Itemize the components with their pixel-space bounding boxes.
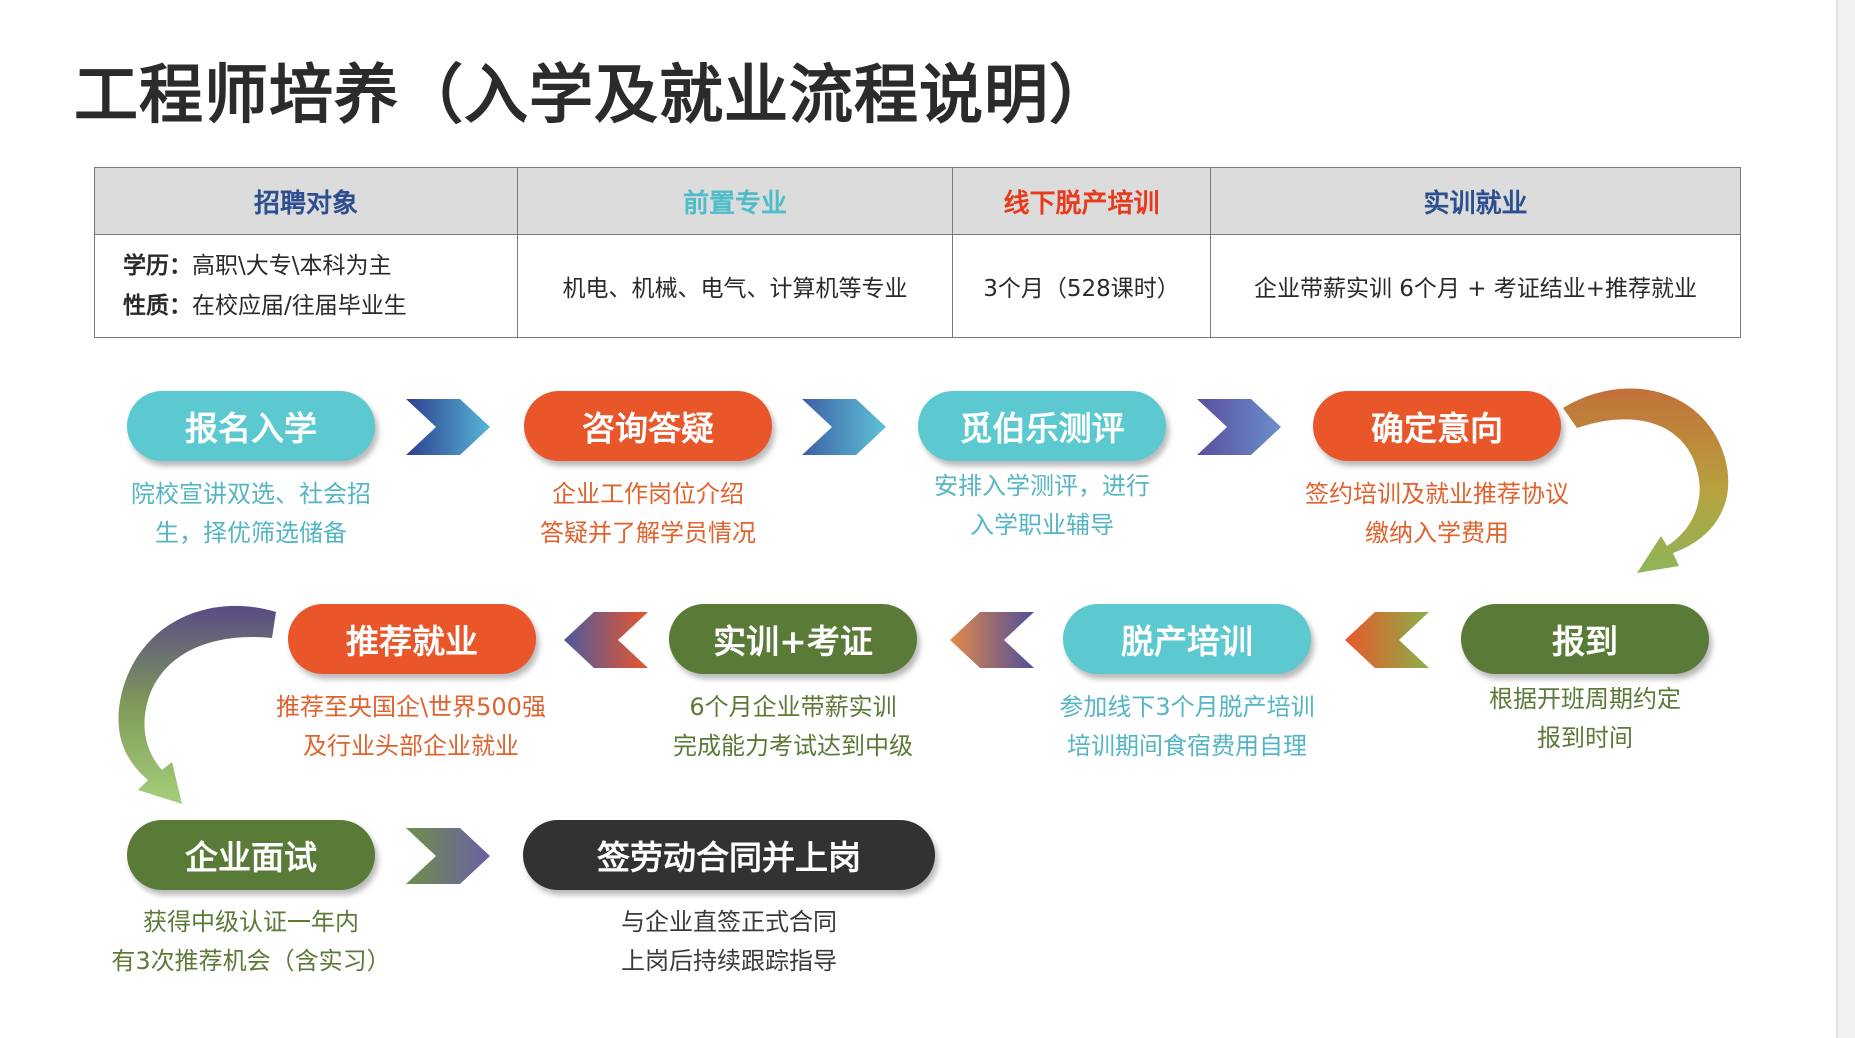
step-offline-training-desc-line1: 参加线下3个月脱产培训	[1059, 693, 1315, 721]
step-confirm-intent-desc-line2: 缴纳入学费用	[1365, 519, 1509, 547]
header-offline-training: 线下脱产培训	[952, 167, 1211, 235]
education-key: 学历：	[123, 253, 192, 279]
chevron-left-icon	[564, 612, 648, 668]
step-offline-training-desc-line2: 培训期间食宿费用自理	[1067, 732, 1307, 760]
chevron-left-icon	[1345, 612, 1429, 668]
step-practice-cert: 实训+考证	[669, 604, 917, 674]
step-confirm-intent-desc-line1: 签约培训及就业推荐协议	[1305, 480, 1569, 508]
chevron-right-icon	[1197, 399, 1281, 455]
step-assessment-desc-line1: 安排入学测评，进行	[934, 472, 1150, 500]
table-row: 学历：高职\大专\本科为主 性质：在校应届/往届毕业生 机电、机械、电气、计算机…	[94, 234, 1741, 338]
step-consult: 咨询答疑	[524, 391, 772, 461]
step-enroll-desc: 院校宣讲双选、社会招 生，择优筛选储备	[100, 475, 402, 553]
curved-arrow-down-icon	[1563, 388, 1729, 573]
type-value: 在校应届/往届毕业生	[192, 293, 407, 319]
step-interview-desc-line1: 获得中级认证一年内	[143, 908, 359, 936]
step-practice-cert-desc-line1: 6个月企业带薪实训	[689, 693, 897, 721]
type-key: 性质：	[123, 293, 192, 319]
chevron-right-icon	[802, 399, 886, 455]
header-recruit-target: 招聘对象	[94, 167, 518, 235]
step-interview-desc: 获得中级认证一年内 有3次推荐机会（含实习）	[86, 903, 416, 981]
step-enroll-desc-line1: 院校宣讲双选、社会招	[131, 480, 371, 508]
step-confirm-intent-desc: 签约培训及就业推荐协议 缴纳入学费用	[1272, 475, 1602, 553]
step-enroll: 报名入学	[127, 391, 375, 461]
page-title: 工程师培养（入学及就业流程说明）	[74, 59, 1114, 133]
step-practice-cert-desc-line2: 完成能力考试达到中级	[673, 732, 913, 760]
step-report: 报到	[1461, 604, 1709, 674]
step-offline-training: 脱产培训	[1063, 604, 1311, 674]
education-value: 高职\大专\本科为主	[192, 253, 392, 279]
step-assessment: 觅伯乐测评	[918, 391, 1166, 461]
cell-recruit-target: 学历：高职\大专\本科为主 性质：在校应届/往届毕业生	[94, 234, 518, 338]
step-consult-desc: 企业工作岗位介绍 答疑并了解学员情况	[497, 475, 799, 553]
step-sign-contract-desc: 与企业直签正式合同 上岗后持续跟踪指导	[579, 903, 879, 981]
step-report-desc: 根据开班周期约定 报到时间	[1434, 680, 1736, 758]
step-interview: 企业面试	[127, 820, 375, 890]
step-assessment-desc: 安排入学测评，进行 入学职业辅导	[891, 467, 1193, 545]
page-edge-strip	[1838, 0, 1855, 1038]
step-confirm-intent: 确定意向	[1313, 391, 1561, 461]
step-offline-training-desc: 参加线下3个月脱产培训 培训期间食宿费用自理	[1036, 688, 1338, 766]
step-recommend-job-desc: 推荐至央国企\世界500强 及行业头部企业就业	[246, 688, 576, 766]
step-consult-desc-line2: 答疑并了解学员情况	[540, 519, 756, 547]
cell-major: 机电、机械、电气、计算机等专业	[517, 234, 953, 338]
page-edge-line	[1836, 0, 1838, 1038]
cell-employment: 企业带薪实训 6个月 + 考证结业+推荐就业	[1210, 234, 1741, 338]
cell-training: 3个月（528课时）	[952, 234, 1211, 338]
step-assessment-desc-line2: 入学职业辅导	[970, 511, 1114, 539]
step-report-desc-line1: 根据开班周期约定	[1489, 685, 1681, 713]
step-practice-cert-desc: 6个月企业带薪实训 完成能力考试达到中级	[642, 688, 944, 766]
step-sign-contract-desc-line2: 上岗后持续跟踪指导	[621, 947, 837, 975]
step-sign-contract: 签劳动合同并上岗	[523, 820, 935, 890]
step-recommend-job: 推荐就业	[288, 604, 536, 674]
step-report-desc-line2: 报到时间	[1537, 724, 1633, 752]
step-consult-desc-line1: 企业工作岗位介绍	[552, 480, 744, 508]
curved-arrow-down-icon	[118, 605, 276, 804]
step-recommend-job-desc-line2: 及行业头部企业就业	[303, 732, 519, 760]
step-enroll-desc-line2: 生，择优筛选储备	[155, 519, 347, 547]
table-header-row: 招聘对象 前置专业 线下脱产培训 实训就业	[94, 167, 1741, 235]
header-practical-employment: 实训就业	[1210, 167, 1741, 235]
chevron-right-icon	[406, 399, 490, 455]
chevron-left-icon	[950, 612, 1034, 668]
header-prerequisite-major: 前置专业	[517, 167, 953, 235]
step-recommend-job-desc-line1: 推荐至央国企\世界500强	[276, 693, 546, 721]
chevron-right-icon	[406, 828, 490, 884]
step-sign-contract-desc-line1: 与企业直签正式合同	[621, 908, 837, 936]
step-interview-desc-line2: 有3次推荐机会（含实习）	[111, 947, 391, 975]
info-table: 招聘对象 前置专业 线下脱产培训 实训就业 学历：高职\大专\本科为主 性质：在…	[94, 167, 1741, 338]
